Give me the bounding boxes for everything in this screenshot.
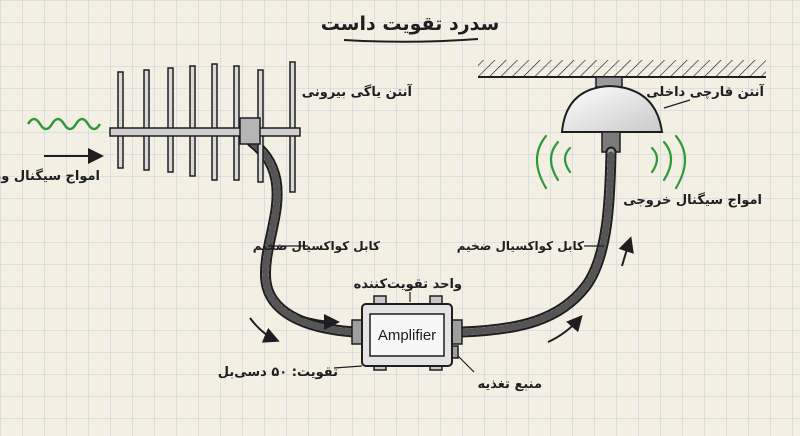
label-output-waves: امواج سیگنال خروجی (623, 192, 762, 208)
coax-cables (246, 136, 617, 338)
amplifier-panel-text: Amplifier (378, 327, 436, 344)
leader-lines (272, 99, 691, 373)
label-indoor-antenna: آنتن قارچی داخلی (646, 83, 764, 100)
diagram-title: سدرد تقویت داست (321, 13, 500, 35)
label-input-waves: امواج سیگنال ورودی (0, 168, 100, 184)
label-gain: تقویت: ۵۰ دسی‌بل (218, 365, 338, 380)
label-cable-right: کابل کواکسیال ضخیم (457, 239, 584, 254)
yagi-antenna (109, 61, 301, 193)
label-power-supply: منبع تغذیه (477, 377, 542, 392)
amplifier-box (351, 295, 463, 371)
label-outdoor-antenna: آنتن یاگی بیرونی (302, 83, 413, 100)
output-waves (535, 134, 687, 190)
flow-arrows (249, 236, 634, 343)
input-wave (26, 117, 102, 131)
label-amplifier-unit: واحد تقویت‌کننده (354, 277, 462, 292)
label-cable-left: کابل کواکسیال ضخیم (253, 239, 380, 254)
indoor-dome-antenna (560, 76, 664, 153)
ceiling (478, 60, 766, 78)
title-underline (343, 38, 479, 43)
